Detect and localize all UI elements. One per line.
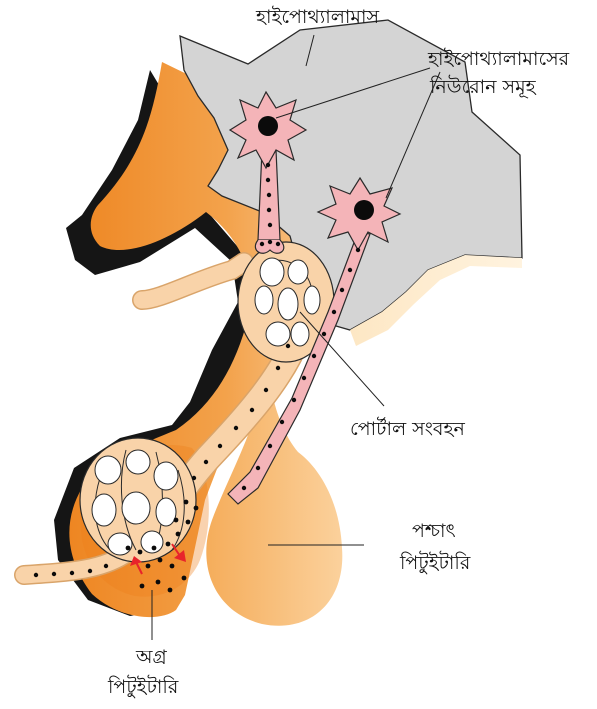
- label-posterior-line2: পিটুইটারি: [400, 552, 470, 576]
- label-neurons-line1: হাইপোথ্যালামাসের: [428, 48, 569, 72]
- label-portal-circulation: পোর্টাল সংবহন: [350, 418, 465, 442]
- label-anterior-line1: অগ্র: [136, 646, 167, 670]
- label-anterior-line2: পিটুইটারি: [108, 676, 178, 700]
- secondary-capillary-plexus: [80, 438, 196, 562]
- label-posterior-line1: পশ্চাৎ: [412, 520, 456, 544]
- label-neurons-line2: নিউরোন সমূহ: [430, 76, 536, 100]
- label-hypothalamus: হাইপোথ্যালামাস: [256, 6, 379, 30]
